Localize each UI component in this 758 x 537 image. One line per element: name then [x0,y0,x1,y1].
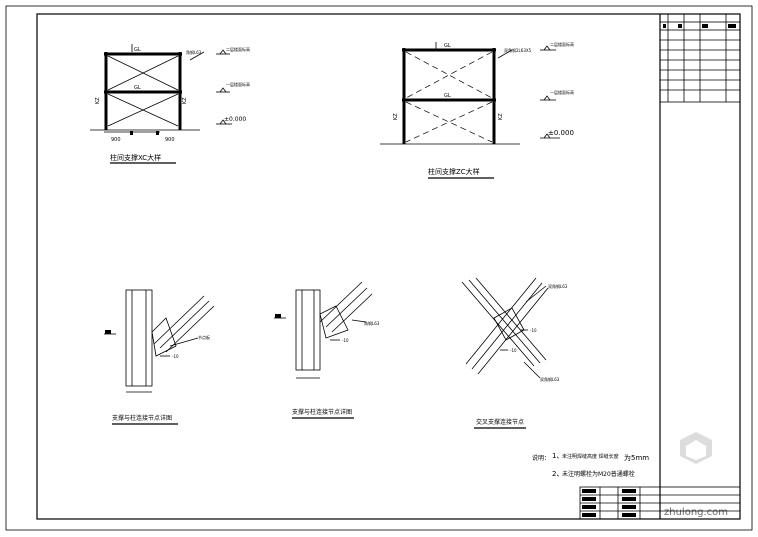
zc-col-right-label: KZ [498,113,504,120]
detail-1-title: 支撑与柱连接节点详图 [112,414,172,422]
title-block [579,486,741,520]
notes-heading: 说明： [532,454,550,462]
notes-line1-text: 未注明焊缝高度 焊缝长度 [562,453,619,460]
xc-level-upper: 二层楼面标高 [226,46,250,52]
detail-2-title: 支撑与柱连接节点详图 [292,408,352,416]
notes-line2-num: 2、 [552,470,563,478]
sheet-outer-border [5,5,753,531]
revision-table [659,13,741,103]
detail-3-note-b: -10 [510,348,517,353]
detail-3-tag-top: 双角钢L63 [548,283,568,289]
xc-col-left-label: KZ [95,97,101,104]
xc-brace-tag: 角钢L63 [186,49,202,55]
watermark-logo [680,432,712,464]
elevation-xc: GL GL KZ KZ 角钢L63 900 900 二层楼面标高 一层楼面标高 … [90,44,250,164]
detail-1-tag: 节点板 [198,334,210,340]
zc-level-lower: 一层楼面标高 [550,89,574,95]
zc-top-beam-label: GL [444,43,451,49]
xc-title: 柱间支撑XC大样 [110,153,161,162]
detail-3: 双角钢L63 双角钢L63 -10 -10 交叉支撑连接节点 [461,277,568,429]
elevation-zc: GL GL KZ KZ 双角钢2L63X5 二层楼面标高 一层楼面标高 ±0.0… [380,41,574,179]
zc-level-upper: 二层楼面标高 [550,41,574,47]
detail-2: 角钢L63 -10 支撑与柱连接节点详图 [274,281,380,419]
xc-dim-1: 900 [111,137,121,143]
detail-1: 节点板 -10 支撑与柱连接节点详图 [104,289,215,425]
notes-line2-text: 未注明螺栓为M20普通螺栓 [562,470,635,478]
zc-mid-beam-label: GL [444,93,451,99]
xc-level-lower: 一层楼面标高 [226,81,250,87]
zc-col-left-label: KZ [393,113,399,120]
detail-2-note: -10 [342,338,349,343]
detail-1-note: -10 [172,354,179,359]
notes-line1-num: 1、 [552,452,563,460]
xc-level-zero: ±0.000 [224,116,246,123]
zc-level-zero: ±0.000 [548,129,574,137]
xc-top-beam-label: GL [134,47,141,53]
general-notes: 说明： 1、 未注明焊缝高度 焊缝长度 为5mm 2、 未注明螺栓为M20普通螺… [532,452,649,478]
detail-3-note-a: -10 [530,328,537,333]
watermark-text: zhulong.com [664,507,728,518]
detail-3-title: 交叉支撑连接节点 [476,418,524,426]
xc-mid-beam-label: GL [134,85,141,91]
zc-brace-tag: 双角钢2L63X5 [504,47,532,53]
zc-title: 柱间支撑ZC大样 [428,167,480,176]
sheet-inner-border [36,13,741,520]
xc-dim-2: 900 [165,137,175,143]
detail-3-tag-bottom: 双角钢L63 [540,376,560,382]
detail-2-tag: 角钢L63 [364,320,380,326]
notes-line1-value: 为5mm [624,453,649,462]
xc-col-right-label: KZ [182,97,188,104]
